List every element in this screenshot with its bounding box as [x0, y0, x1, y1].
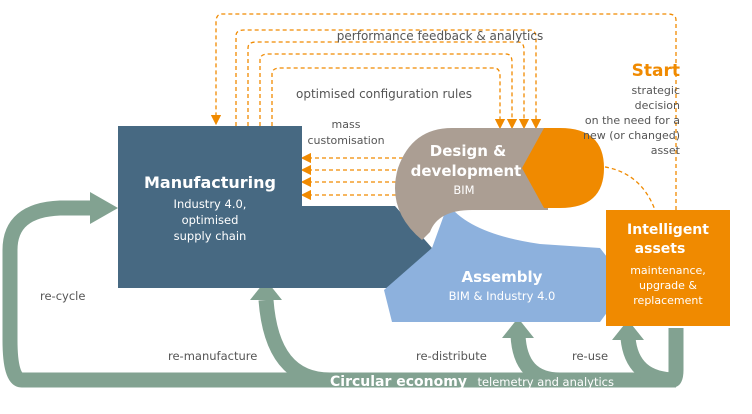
mass-label-2: customisation [307, 134, 384, 147]
feedback-lines [210, 13, 677, 211]
recycle-label: re-cycle [40, 289, 85, 303]
start-line-4: new (or changed) [583, 129, 680, 142]
manufacturing-line-2: optimised [182, 213, 239, 227]
intelligent-assets-block [606, 210, 730, 326]
manufacturing-line-3: supply chain [174, 229, 247, 243]
assembly-title: Assembly [462, 268, 543, 286]
circular-economy-caption: Circular economy telemetry and analytics [330, 374, 614, 390]
start-title: Start [632, 61, 680, 81]
design-sub: BIM [453, 183, 474, 197]
manufacturing-line-1: Industry 4.0, [174, 197, 247, 211]
circular-rest: telemetry and analytics [477, 375, 614, 389]
intelligent-line-1: maintenance, [630, 264, 706, 277]
start-line-1: strategic [632, 84, 680, 97]
assembly-block [384, 204, 628, 322]
assembly-sub: BIM & Industry 4.0 [449, 289, 556, 303]
circular-bold: Circular economy [330, 374, 467, 390]
circular-economy-loop [2, 200, 684, 388]
config-label: optimised configuration rules [296, 87, 472, 101]
reuse-label: re-use [572, 349, 608, 363]
remanufacture-label: re-manufacture [168, 349, 257, 363]
intelligent-title-2: assets [635, 241, 686, 257]
mass-label-1: mass [332, 118, 361, 131]
circular-arrowheads [90, 192, 644, 340]
start-line-2: decision [635, 99, 680, 112]
start-line-5: asset [651, 144, 681, 157]
intelligent-line-2: upgrade & [639, 279, 697, 292]
intelligent-title-1: Intelligent [627, 222, 709, 238]
design-title-2: development [411, 162, 522, 180]
feedback-label: performance feedback & analytics [337, 29, 543, 43]
manufacturing-title: Manufacturing [144, 173, 276, 192]
manufacturing-block [118, 126, 432, 288]
start-shape [522, 128, 604, 208]
intelligent-line-3: replacement [633, 294, 703, 307]
design-title-1: Design & [430, 142, 506, 160]
design-block [395, 128, 548, 240]
redistribute-label: re-distribute [416, 349, 487, 363]
start-line-3: on the need for a [585, 114, 680, 127]
